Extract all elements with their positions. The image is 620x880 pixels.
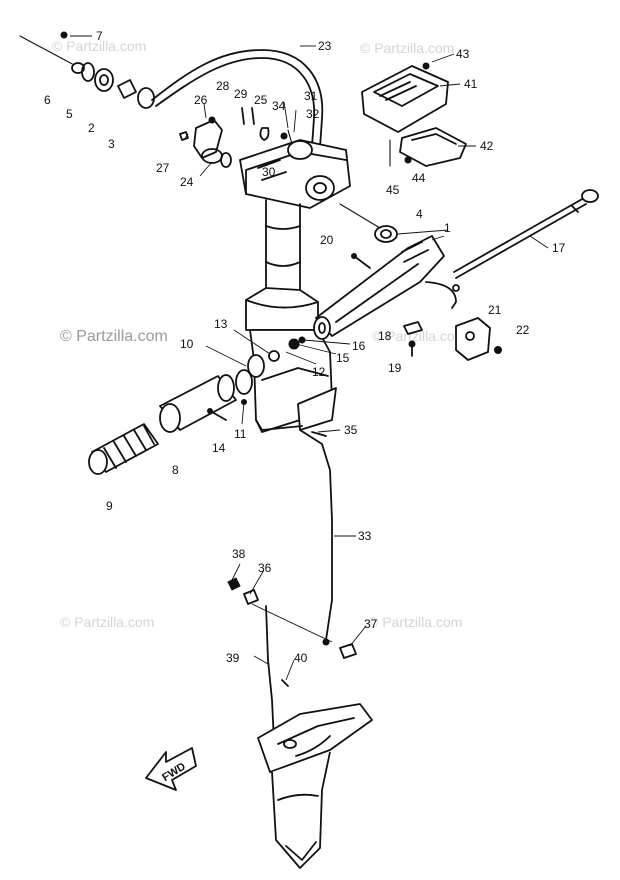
tiller-arm [313,235,460,340]
screw-28 [241,107,245,125]
callout-21: 21 [488,303,502,317]
grommet-4-hole [380,229,392,239]
bracket-assembly [179,116,232,168]
callout-43: 43 [456,47,470,61]
stop-switch [403,317,502,361]
callout-numbers: 1 2 3 4 5 6 7 8 9 10 11 12 13 14 15 16 1… [44,29,566,665]
screw-35 [311,431,327,437]
callout-18: 18 [378,329,392,343]
callout-37: 37 [364,617,378,631]
callout-8: 8 [172,463,179,477]
callout-38: 38 [232,547,246,561]
callout-26: 26 [194,93,208,107]
lower-shift-rod [265,605,275,743]
rod-clips [227,577,357,659]
callout-41: 41 [464,77,478,91]
watermark-middle-right: © Partzilla.com [372,328,467,344]
callout-12: 12 [312,365,326,379]
grip-rubber [88,423,159,475]
throttle-grip [159,336,306,433]
callout-45: 45 [386,183,400,197]
dashed-guide [251,603,333,643]
fwd-direction-arrow: FWD [145,747,197,791]
watermark-top-right: © Partzilla.com [360,40,455,56]
callout-24: 24 [180,175,194,189]
callout-25: 25 [254,93,268,107]
callout-16: 16 [352,339,366,353]
callout-15: 15 [336,351,350,365]
callout-2: 2 [88,121,95,135]
callout-44: 44 [412,171,426,185]
grommet-4 [374,225,398,243]
callout-17: 17 [552,241,566,255]
screw-29 [251,107,255,125]
callout-3: 3 [108,137,115,151]
callout-33: 33 [358,529,372,543]
callout-30: 30 [262,165,276,179]
upper-casing [239,129,351,209]
callout-20: 20 [320,233,334,247]
callout-32: 32 [306,107,320,121]
watermark-top-left: © Partzilla.com [52,38,147,54]
callout-4: 4 [416,207,423,221]
callout-40: 40 [294,651,308,665]
watermark-middle-left: © Partzilla.com [60,328,168,345]
watermark-bottom-left: © Partzilla.com [60,614,155,630]
watermark-bottom-right: © Partzilla.com [368,614,463,630]
callout-11: 11 [234,427,247,441]
cable-wire [339,203,381,229]
callout-7: 7 [96,29,103,43]
callout-19: 19 [388,361,402,375]
clip-25 [259,127,270,141]
callout-35: 35 [344,423,358,437]
callout-31: 31 [304,89,318,103]
pin-40 [281,679,289,687]
tiller-rod [453,189,599,279]
callout-39: 39 [226,651,240,665]
leader-lines [70,35,549,681]
callout-34: 34 [272,99,286,113]
callout-10: 10 [180,337,194,351]
choke-knob-assembly [19,31,155,109]
callout-36: 36 [258,561,272,575]
lower-unit [257,703,373,869]
callout-29: 29 [234,87,248,101]
callout-13: 13 [214,317,228,331]
callout-5: 5 [66,107,73,121]
callout-42: 42 [480,139,494,153]
callout-28: 28 [216,79,230,93]
callout-22: 22 [516,323,530,337]
screw-20 [353,255,371,269]
callout-23: 23 [318,39,332,53]
screw-20-head [351,253,357,259]
shift-rod [299,429,333,641]
emblem-plate [361,62,467,167]
callout-14: 14 [212,441,226,455]
callout-9: 9 [106,499,113,513]
callout-1: 1 [444,221,451,235]
callout-27: 27 [156,161,170,175]
callout-6: 6 [44,93,51,107]
